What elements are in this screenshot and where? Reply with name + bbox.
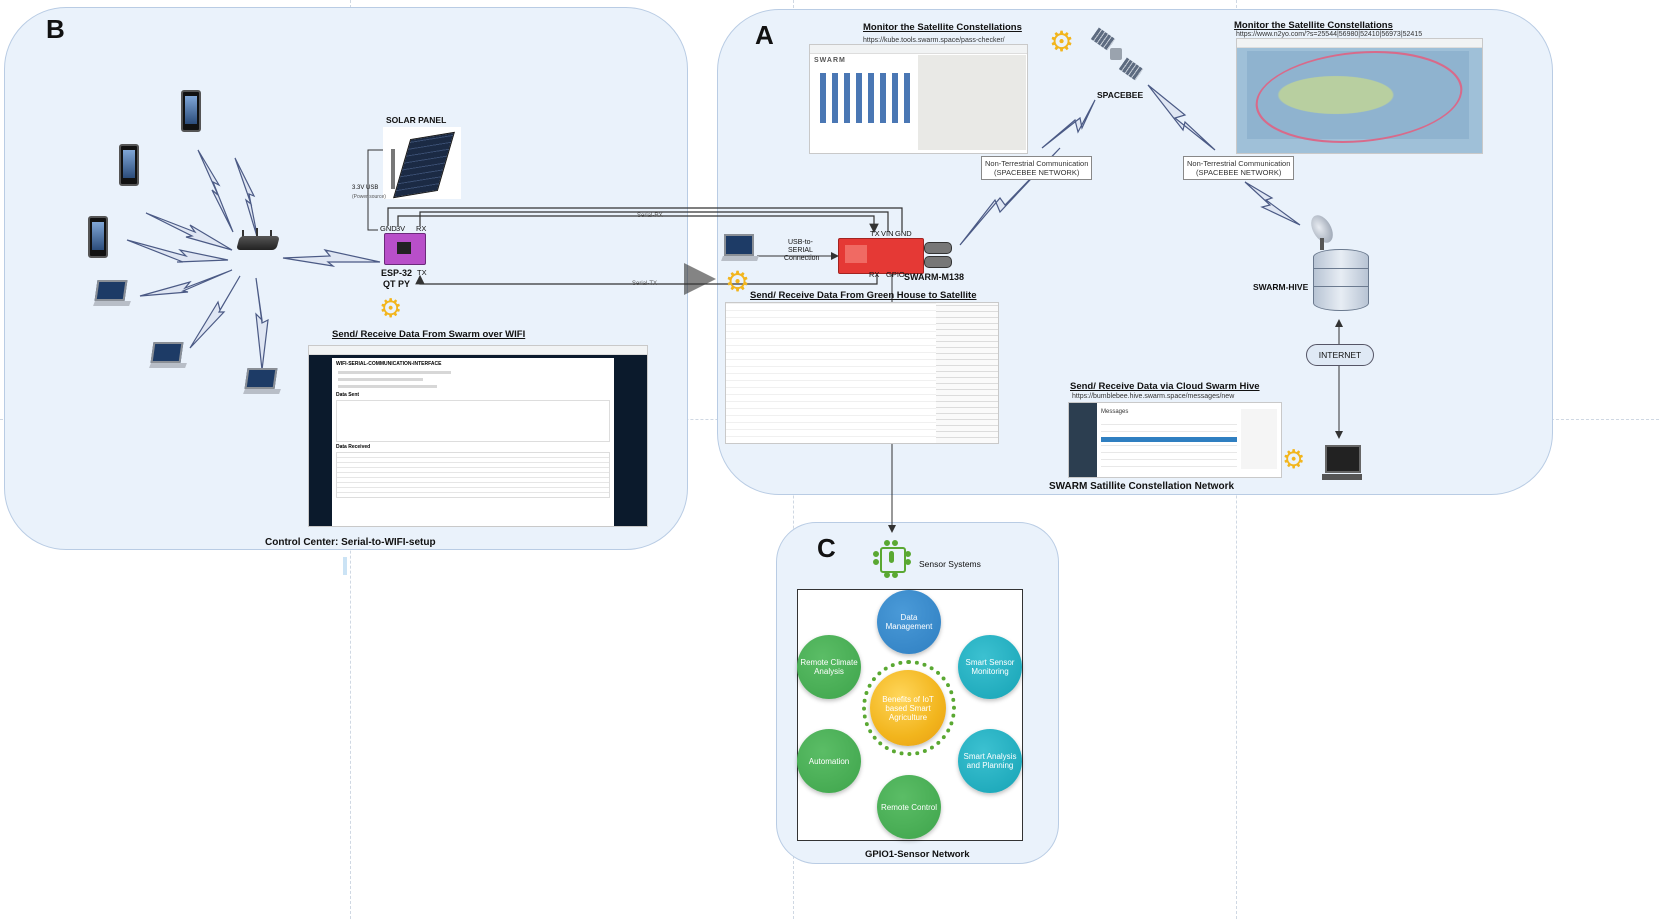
monitor-title-2: Monitor the Satellite Constellations	[1234, 20, 1393, 31]
cloud-hive-title: Send/ Receive Data via Cloud Swarm Hive	[1070, 381, 1260, 392]
power-sublabel: (Power source)	[352, 194, 386, 200]
panel-letter-a: A	[755, 20, 774, 50]
benefit-circle: Smart Analysis and Planning	[958, 729, 1022, 793]
modem-name: SWARM-M138	[904, 272, 965, 282]
satellite-icon	[1090, 27, 1144, 82]
power-label: 3.3V USB	[352, 185, 379, 191]
swarm-logo-text: SWARM	[814, 57, 846, 64]
laptop-icon	[149, 342, 187, 368]
modem-pin-vin: VIN	[881, 229, 894, 238]
solar-panel-label: SOLAR PANEL	[386, 115, 447, 125]
non-terrestrial-link-label: Non-Terrestrial Communication (SPACEBEE …	[1183, 156, 1295, 180]
wifi-shot-sent: Data Sent	[336, 392, 360, 398]
panel-a-caption: SWARM Satillite Constellation Network	[1049, 481, 1235, 492]
esp32-board	[384, 233, 426, 265]
ntc-line-2: (SPACEBEE NETWORK)	[994, 168, 1080, 177]
laptop-icon	[721, 234, 759, 261]
gear-icon: ⚙	[1282, 444, 1306, 474]
gear-icon: ⚙	[725, 266, 751, 297]
swarm-hive-screenshot: Messages	[1068, 402, 1282, 478]
esp32-name-line2: QT PY	[383, 279, 411, 289]
panel-letter-c: C	[817, 533, 836, 563]
solar-panel-icon	[383, 127, 461, 199]
hive-shot-heading: Messages	[1101, 409, 1129, 415]
smartphone-icon	[88, 216, 108, 258]
swarm-m138-modem	[838, 238, 924, 274]
wifi-interface-title: Send/ Receive Data From Swarm over WIFI	[332, 329, 526, 340]
serial-rx-label: Serial-RX	[637, 213, 663, 219]
benefit-circle: Data Management	[877, 590, 941, 654]
n2yo-map-screenshot	[1236, 38, 1483, 154]
modem-pin-tx: TX	[870, 229, 880, 238]
benefits-center-circle: Benefits of IoT based Smart Agriculture	[870, 670, 946, 746]
ntc-line-2: (SPACEBEE NETWORK)	[1196, 168, 1282, 177]
ntc-line-1: Non-Terrestrial Communication	[985, 159, 1089, 168]
panel-b-caption: Control Center: Serial-to-WIFI-setup	[265, 537, 436, 548]
monitor-title-1: Monitor the Satellite Constellations	[863, 22, 1022, 33]
modem-pin-gpio: GPIO	[886, 270, 905, 279]
usb-label-3: Connection	[784, 255, 820, 262]
esp32-pin-rx: RX	[416, 224, 427, 233]
pass-checker-screenshot: SWARM	[809, 44, 1028, 154]
antenna-connector-icon	[924, 256, 952, 268]
wifi-interface-screenshot: WIFI-SERIAL-COMMUNICATION-INTERFACE Data…	[308, 345, 648, 527]
swarm-hive-label: SWARM-HIVE	[1253, 282, 1309, 292]
satellite-links	[959, 84, 1301, 246]
wireless-links	[126, 149, 381, 371]
internet-cloud: INTERNET	[1306, 344, 1374, 366]
cloud-hive-url: https://bumblebee.hive.swarm.space/messa…	[1072, 393, 1235, 400]
greenhouse-title: Send/ Receive Data From Green House to S…	[750, 290, 977, 301]
ntc-line-1: Non-Terrestrial Communication	[1187, 159, 1291, 168]
benefit-circle: Automation	[797, 729, 861, 793]
sensor-systems-label: Sensor Systems	[919, 559, 981, 569]
laptop-icon	[243, 368, 281, 394]
database-icon	[1313, 249, 1369, 311]
esp32-pin-tx: TX	[417, 268, 427, 277]
usb-label-1: USB-to-	[788, 239, 813, 246]
benefit-circle: Remote Climate Analysis	[797, 635, 861, 699]
spacebee-label: SPACEBEE	[1097, 90, 1144, 100]
laptop-icon	[93, 280, 131, 306]
satellite-dish-icon	[1301, 210, 1343, 250]
monitor-url-2: https://www.n2yo.com/?s=25544|56980|5241…	[1236, 31, 1423, 38]
gear-icon: ⚙	[379, 293, 403, 323]
benefit-circle: Remote Control	[877, 775, 941, 839]
wifi-shot-heading: WIFI-SERIAL-COMMUNICATION-INTERFACE	[336, 361, 442, 367]
esp32-pin-3v: 3V	[396, 224, 406, 233]
modem-pin-gnd: GND	[895, 229, 912, 238]
iot-chip-icon	[873, 540, 911, 578]
greenhouse-terminal-screenshot	[725, 302, 999, 444]
wifi-shot-received: Data Received	[336, 444, 371, 450]
usb-label-2: SERIAL	[788, 247, 813, 254]
modem-pin-rx: RX	[869, 270, 880, 279]
monitor-url-1: https://kube.tools.swarm.space/pass-chec…	[863, 37, 1005, 44]
smartphone-icon	[181, 90, 201, 132]
smartphone-icon	[119, 144, 139, 186]
wifi-router-icon	[236, 228, 280, 250]
esp32-pin-gnd: GND	[380, 224, 397, 233]
gear-icon: ⚙	[1049, 26, 1075, 57]
antenna-connector-icon	[924, 242, 952, 254]
panel-c-caption: GPIO1-Sensor Network	[865, 849, 970, 860]
computer-terminal-icon	[1322, 445, 1362, 480]
non-terrestrial-link-label: Non-Terrestrial Communication (SPACEBEE …	[981, 156, 1093, 180]
farm-ring-decoration	[862, 660, 956, 756]
esp32-name-line1: ESP-32	[381, 268, 413, 278]
panel-letter-b: B	[46, 14, 65, 44]
benefit-circle: Smart Sensor Monitoring	[958, 635, 1022, 699]
serial-tx-label: Serial-TX	[632, 281, 658, 287]
